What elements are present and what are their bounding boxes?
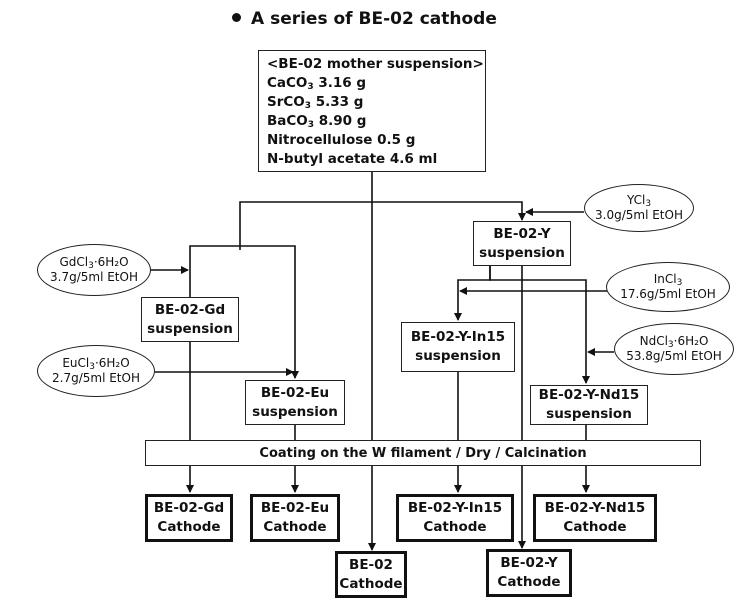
- additive-gdcl3: GdCl3·6H₂O 3.7g/5ml EtOH: [37, 244, 151, 296]
- mother-suspension-box: <BE-02 mother suspension> CaCO3 3.16 g S…: [258, 50, 486, 172]
- line-y-to-in: [454, 266, 491, 321]
- mother-line-caco3: CaCO3 3.16 g: [267, 75, 367, 92]
- mother-line-baco3: BaCO3 8.90 g: [267, 113, 367, 130]
- bullet-icon: [232, 12, 241, 22]
- line-top-branch: [239, 201, 526, 250]
- additive-incl3: InCl3 17.6g/5ml EtOH: [606, 262, 730, 312]
- additive-eucl3: EuCl3·6H₂O 2.7g/5ml EtOH: [37, 345, 155, 397]
- additive-ycl3: YCl3 3.0g/5ml EtOH: [584, 184, 694, 232]
- mother-line-nitrocellulose: Nitrocellulose 0.5 g: [267, 132, 416, 148]
- mother-header: <BE-02 mother suspension>: [267, 56, 484, 72]
- line-y-to-nd: [489, 266, 590, 384]
- line-gd-eu-bracket: [189, 245, 299, 440]
- mother-line-butyl-acetate: N-butyl acetate 4.6 ml: [267, 151, 438, 167]
- additive-ndcl3: NdCl3·6H₂O 53.8g/5ml EtOH: [614, 323, 734, 375]
- coating-step: Coating on the W filament / Dry / Calcin…: [145, 440, 701, 466]
- mother-line-srco3: SrCO3 5.33 g: [267, 94, 364, 111]
- diagram-title: A series of BE-02 cathode: [232, 9, 497, 29]
